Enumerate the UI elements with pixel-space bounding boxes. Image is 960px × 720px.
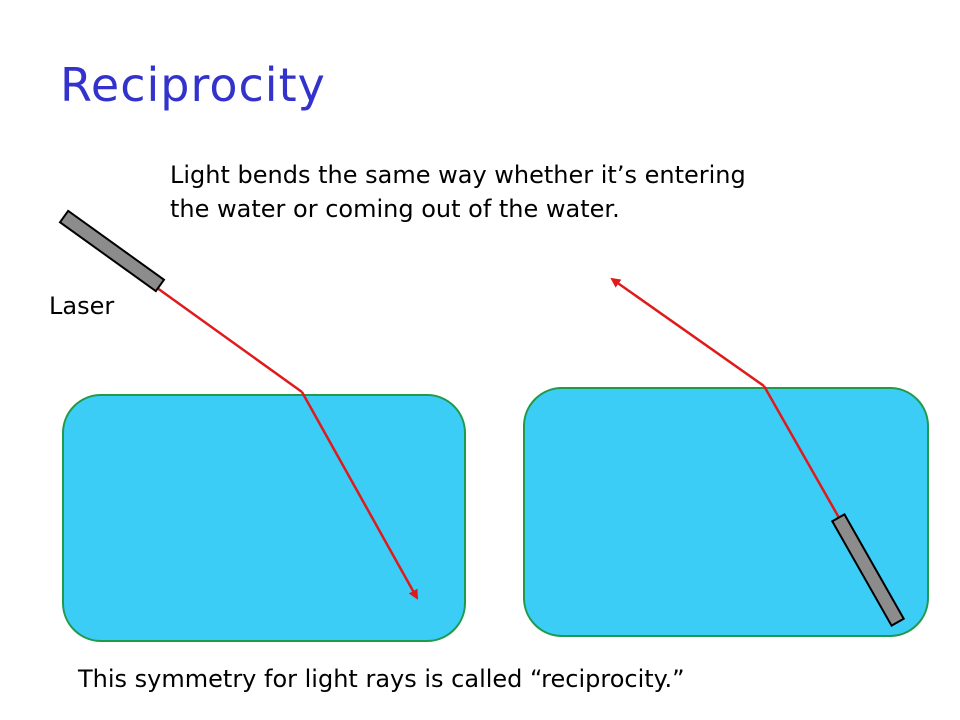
- laser-label: Laser: [49, 292, 115, 320]
- incident-ray-right: [762, 385, 844, 524]
- caption-line-2: the water or coming out of the water.: [170, 195, 620, 223]
- caption: Light bends the same way whether it’s en…: [170, 158, 890, 226]
- caption-line-1: Light bends the same way whether it’s en…: [170, 161, 746, 189]
- refracted-ray-right: [610, 277, 765, 388]
- slide-title: Reciprocity: [60, 58, 326, 112]
- water-tank-right: [523, 387, 929, 637]
- refracted-ray-left: [300, 391, 419, 600]
- incident-ray-left: [152, 283, 303, 394]
- laser-right-icon: [830, 513, 906, 627]
- water-tank-left: [62, 394, 466, 642]
- footer-text: This symmetry for light rays is called “…: [78, 665, 685, 693]
- laser-left-icon: [58, 209, 166, 293]
